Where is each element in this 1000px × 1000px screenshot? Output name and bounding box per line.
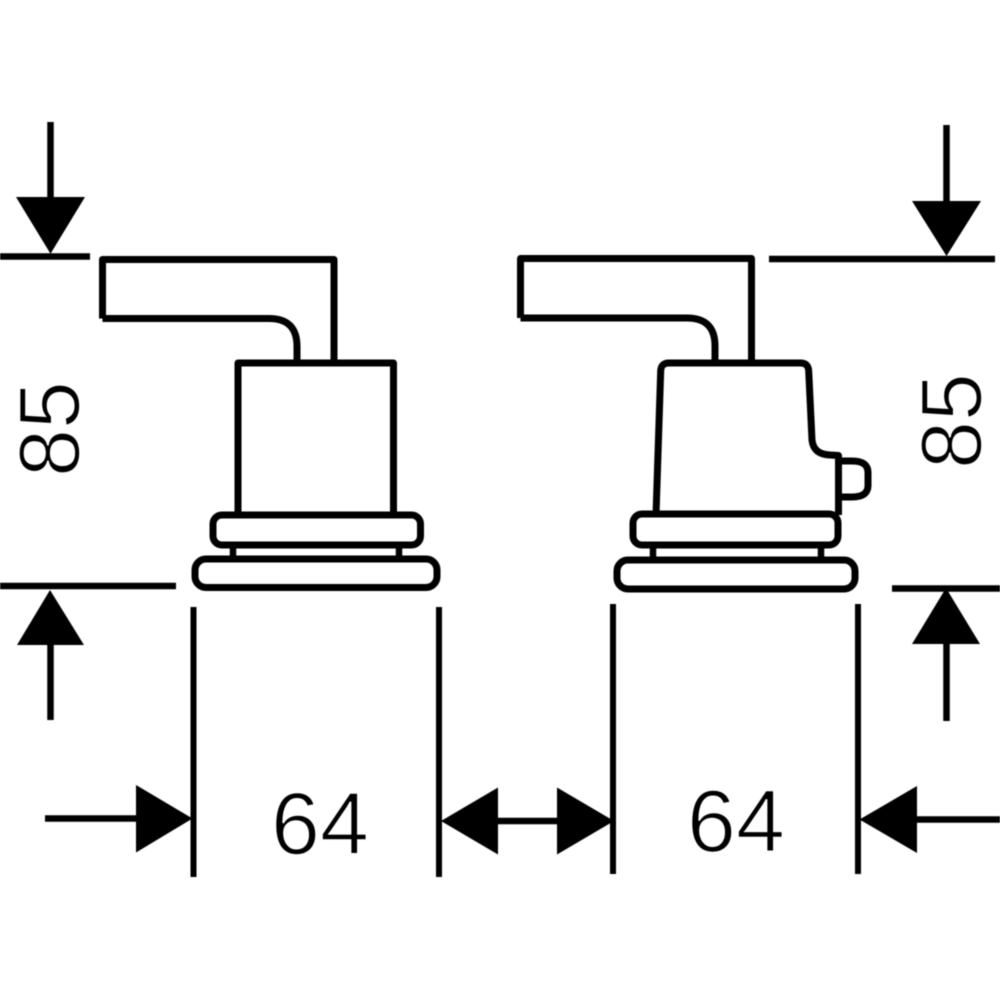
svg-text:64: 64 — [271, 774, 369, 873]
svg-text:85: 85 — [904, 373, 1000, 469]
svg-text:64: 64 — [687, 772, 785, 871]
svg-text:85: 85 — [2, 381, 98, 477]
